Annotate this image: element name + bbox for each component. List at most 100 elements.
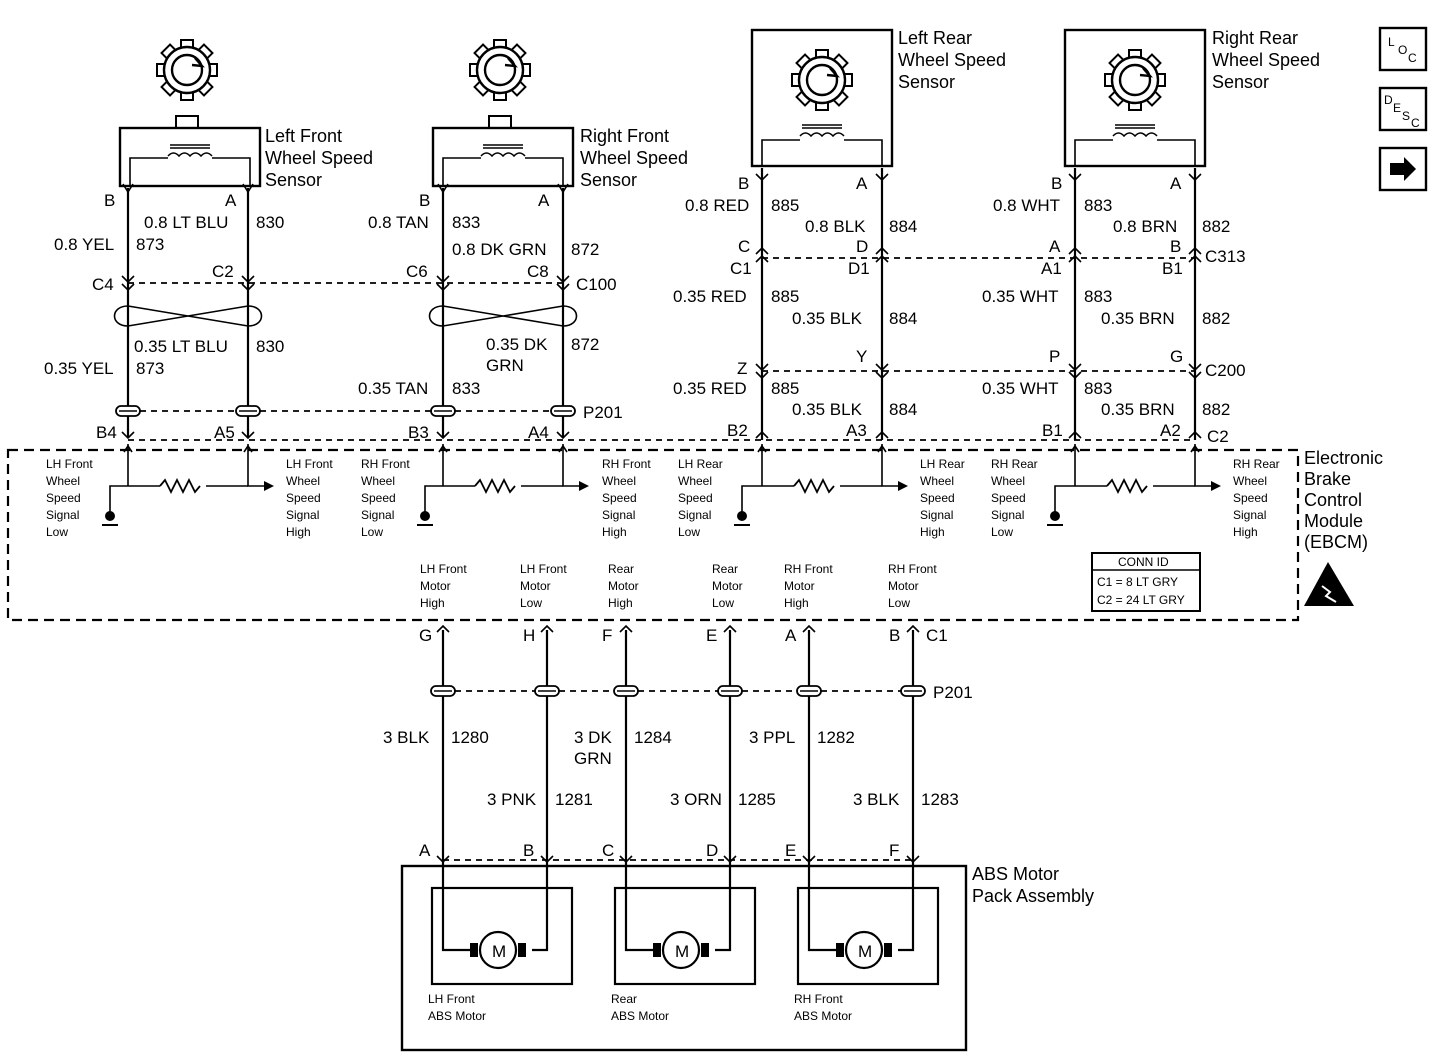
ebcm-signal-6-line-1: Wheel bbox=[991, 474, 1025, 488]
conn-c-lr: C bbox=[738, 237, 750, 256]
rf-wire-color-lower-right-2: GRN bbox=[486, 356, 524, 375]
lr-b-circuit-upper: 885 bbox=[771, 196, 799, 215]
conn-d-lr: D bbox=[856, 237, 868, 256]
ebcm-motor-1-line-0: LH Front bbox=[520, 562, 567, 576]
motor-pin-bottom-4: E bbox=[785, 841, 796, 860]
lr-b-color-upper: 0.8 RED bbox=[685, 196, 749, 215]
motor-wire-2-circuit: 1284 bbox=[634, 728, 672, 747]
loc-letter-c: C bbox=[1408, 51, 1417, 65]
pin-b3: B3 bbox=[408, 423, 429, 442]
rr-pin-a: A bbox=[1170, 174, 1182, 193]
rr-b-color-low: 0.35 WHT bbox=[982, 379, 1059, 398]
motor-pin-bottom-3: D bbox=[706, 841, 718, 860]
ebcm-motor-2-line-0: Rear bbox=[608, 562, 634, 576]
motor-pin-top-3: E bbox=[706, 626, 717, 645]
lr-sensor-gear-icon bbox=[778, 36, 866, 124]
ebcm-signal-1-line-4: High bbox=[286, 525, 311, 539]
ebcm-signal-3-line-2: Speed bbox=[602, 491, 637, 505]
ebcm-signal-1-line-2: Speed bbox=[286, 491, 321, 505]
rf-pin-a: A bbox=[538, 191, 550, 210]
conn-c6: C6 bbox=[406, 262, 428, 281]
ebcm-signal-1-line-1: Wheel bbox=[286, 474, 320, 488]
conn-p201-upper: P201 bbox=[583, 403, 623, 422]
pin-b2: B2 bbox=[727, 421, 748, 440]
rr-sensor-gear-icon bbox=[1091, 36, 1179, 124]
motor-wire-4-color: 3 PPL bbox=[749, 728, 795, 747]
ebcm-signal-2-line-3: Signal bbox=[361, 508, 394, 522]
abs-motor-0-label-1: ABS Motor bbox=[428, 1009, 486, 1023]
ebcm-signal-5-line-1: Wheel bbox=[920, 474, 954, 488]
pin-b4: B4 bbox=[96, 423, 117, 442]
ebcm-motor-0-line-0: LH Front bbox=[420, 562, 467, 576]
lf-pin-a: A bbox=[225, 191, 237, 210]
conn-c100: C100 bbox=[576, 275, 617, 294]
pin-a5: A5 bbox=[214, 423, 235, 442]
ebcm-signal-2-line-1: Wheel bbox=[361, 474, 395, 488]
lr-b-color-mid: 0.35 RED bbox=[673, 287, 747, 306]
rf-sensor-title-3: Sensor bbox=[580, 170, 637, 190]
conn-g: G bbox=[1170, 347, 1183, 366]
ebcm-signal-3-line-0: RH Front bbox=[602, 457, 651, 471]
ebcm-motor-4-line-0: RH Front bbox=[784, 562, 833, 576]
left-front-sensor: Left Front Wheel Speed Sensor bbox=[118, 26, 373, 190]
lr-pin-a: A bbox=[856, 174, 868, 193]
next-page-button[interactable] bbox=[1378, 146, 1428, 192]
ebcm-signal-2-line-0: RH Front bbox=[361, 457, 410, 471]
front-wire-labels: B A 0.8 LT BLU 830 0.8 YEL 873 C4 C2 0.3… bbox=[44, 191, 623, 442]
rr-a-circuit-upper: 882 bbox=[1202, 217, 1230, 236]
ebcm-signal-0-line-1: Wheel bbox=[46, 474, 80, 488]
abs-motor-2-label-0: RH Front bbox=[794, 992, 843, 1006]
motor-wire-1-circuit: 1281 bbox=[555, 790, 593, 809]
pin-a2: A2 bbox=[1160, 421, 1181, 440]
ebcm-signal-2-line-2: Speed bbox=[361, 491, 396, 505]
conn-c1: C1 bbox=[926, 626, 948, 645]
ebcm-signal-1-line-3: Signal bbox=[286, 508, 319, 522]
ebcm-signal-2-line-4: Low bbox=[361, 525, 383, 539]
abs-motor-1-label-1: ABS Motor bbox=[611, 1009, 669, 1023]
ebcm-signal-4-line-2: Speed bbox=[678, 491, 713, 505]
location-button[interactable]: L O C bbox=[1378, 26, 1428, 72]
ebcm-motor-3-line-1: Motor bbox=[712, 579, 743, 593]
conn-z: Z bbox=[737, 359, 747, 378]
ebcm-motor-0-line-1: Motor bbox=[420, 579, 451, 593]
ebcm-signal-3-line-3: Signal bbox=[602, 508, 635, 522]
motor-wire-2-color-1: 3 DK bbox=[574, 728, 612, 747]
lf-sensor-title-3: Sensor bbox=[265, 170, 322, 190]
ebcm-motor-5-line-1: Motor bbox=[888, 579, 919, 593]
ebcm-signal-6-line-4: Low bbox=[991, 525, 1013, 539]
ebcm-signal-1-line-0: LH Front bbox=[286, 457, 333, 471]
ebcm-signal-4-line-1: Wheel bbox=[678, 474, 712, 488]
loc-letter-o: O bbox=[1398, 43, 1407, 57]
rf-pin-b: B bbox=[419, 191, 430, 210]
lf-wire-color-upper-right: 0.8 LT BLU bbox=[144, 213, 228, 232]
lr-b-circuit-mid: 885 bbox=[771, 287, 799, 306]
lf-wire-circuit-upper-right: 830 bbox=[256, 213, 284, 232]
conn-b1-rr: B1 bbox=[1162, 259, 1183, 278]
abs-motor-2-label-1: ABS Motor bbox=[794, 1009, 852, 1023]
description-button[interactable]: D E S C bbox=[1378, 86, 1428, 132]
motor-pin-bottom-5: F bbox=[889, 841, 899, 860]
ebcm-signal-7-line-0: RH Rear bbox=[1233, 457, 1280, 471]
motor-pin-bottom-2: C bbox=[602, 841, 614, 860]
rr-a-color-mid: 0.35 BRN bbox=[1101, 309, 1175, 328]
ebcm-signal-5-line-4: High bbox=[920, 525, 945, 539]
lr-a-circuit-low: 884 bbox=[889, 400, 917, 419]
ebcm-motor-5-line-0: RH Front bbox=[888, 562, 937, 576]
motor-wire-3-circuit: 1285 bbox=[738, 790, 776, 809]
lf-wire-color-lower-right: 0.35 LT BLU bbox=[134, 337, 228, 356]
conn-c1-lr: C1 bbox=[730, 259, 752, 278]
lf-wire-circuit-lower-left: 873 bbox=[136, 359, 164, 378]
rf-sensor-title-1: Right Front bbox=[580, 126, 669, 146]
motor-symbol-2: M bbox=[858, 942, 872, 961]
ebcm-motor-3-line-2: Low bbox=[712, 596, 734, 610]
conn-b-rr: B bbox=[1170, 237, 1181, 256]
right-front-sensor: Right Front Wheel Speed Sensor bbox=[431, 26, 688, 190]
rr-a-color-low: 0.35 BRN bbox=[1101, 400, 1175, 419]
motor-wire-4-circuit: 1282 bbox=[817, 728, 855, 747]
lf-pin-b: B bbox=[104, 191, 115, 210]
rr-a-circuit-mid: 882 bbox=[1202, 309, 1230, 328]
conn-c200: C200 bbox=[1205, 361, 1246, 380]
right-rear-sensor: Right Rear Wheel Speed Sensor bbox=[1063, 28, 1320, 168]
lf-wire-color-upper-left: 0.8 YEL bbox=[54, 235, 114, 254]
